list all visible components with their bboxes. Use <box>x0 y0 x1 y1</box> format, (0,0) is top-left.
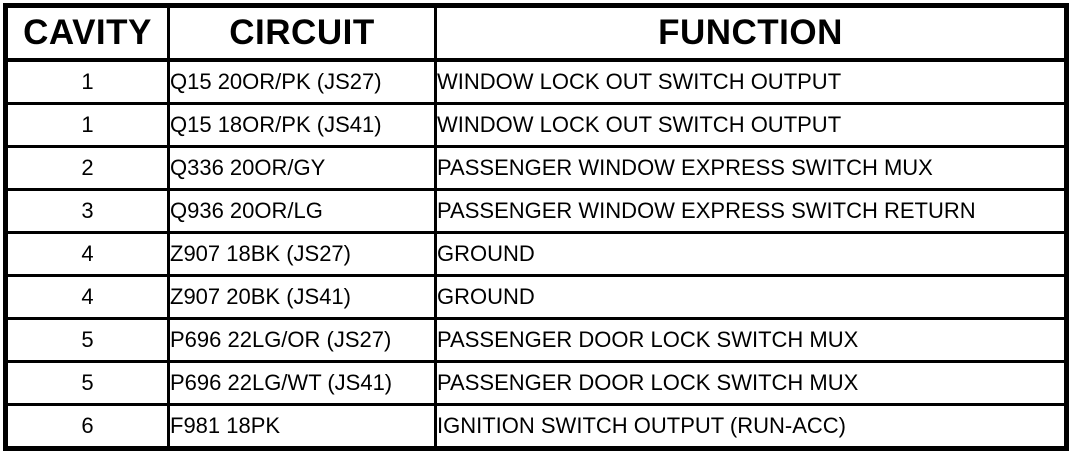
header-circuit: CIRCUIT <box>167 4 437 62</box>
function-cell: WINDOW LOCK OUT SWITCH OUTPUT <box>434 58 1068 105</box>
cavity-cell: 2 <box>4 145 170 191</box>
function-cell: PASSENGER WINDOW EXPRESS SWITCH RETURN <box>434 188 1068 234</box>
table-row: 4 Z907 18BK (JS27) GROUND <box>4 231 1068 277</box>
cavity-cell: 6 <box>4 403 170 450</box>
circuit-cell: P696 22LG/WT (JS41) <box>167 360 437 406</box>
function-cell: GROUND <box>434 231 1068 277</box>
cavity-cell: 4 <box>4 231 170 277</box>
connector-pinout-table: CAVITY CIRCUIT FUNCTION 1 Q15 20OR/PK (J… <box>3 3 1069 451</box>
table-row: 4 Z907 20BK (JS41) GROUND <box>4 274 1068 320</box>
cavity-cell: 5 <box>4 317 170 363</box>
function-cell: GROUND <box>434 274 1068 320</box>
cavity-cell: 1 <box>4 102 170 148</box>
circuit-cell: Q336 20OR/GY <box>167 145 437 191</box>
table-row: 5 P696 22LG/WT (JS41) PASSENGER DOOR LOC… <box>4 360 1068 406</box>
function-cell: PASSENGER DOOR LOCK SWITCH MUX <box>434 317 1068 363</box>
circuit-cell: Q15 18OR/PK (JS41) <box>167 102 437 148</box>
header-function: FUNCTION <box>434 4 1068 62</box>
table-row: 5 P696 22LG/OR (JS27) PASSENGER DOOR LOC… <box>4 317 1068 363</box>
cavity-cell: 1 <box>4 58 170 105</box>
function-cell: PASSENGER DOOR LOCK SWITCH MUX <box>434 360 1068 406</box>
header-cavity: CAVITY <box>4 4 170 62</box>
connector-pinout-page: CAVITY CIRCUIT FUNCTION 1 Q15 20OR/PK (J… <box>0 3 1072 451</box>
circuit-cell: Z907 18BK (JS27) <box>167 231 437 277</box>
table-row: 1 Q15 20OR/PK (JS27) WINDOW LOCK OUT SWI… <box>4 58 1068 105</box>
function-cell: PASSENGER WINDOW EXPRESS SWITCH MUX <box>434 145 1068 191</box>
function-cell: WINDOW LOCK OUT SWITCH OUTPUT <box>434 102 1068 148</box>
table-header-row: CAVITY CIRCUIT FUNCTION <box>4 4 1068 62</box>
table-row: 3 Q936 20OR/LG PASSENGER WINDOW EXPRESS … <box>4 188 1068 234</box>
circuit-cell: Q15 20OR/PK (JS27) <box>167 58 437 105</box>
table-row: 1 Q15 18OR/PK (JS41) WINDOW LOCK OUT SWI… <box>4 102 1068 148</box>
circuit-cell: Q936 20OR/LG <box>167 188 437 234</box>
table-row: 2 Q336 20OR/GY PASSENGER WINDOW EXPRESS … <box>4 145 1068 191</box>
cavity-cell: 5 <box>4 360 170 406</box>
circuit-cell: P696 22LG/OR (JS27) <box>167 317 437 363</box>
circuit-cell: Z907 20BK (JS41) <box>167 274 437 320</box>
circuit-cell: F981 18PK <box>167 403 437 450</box>
table-row: 6 F981 18PK IGNITION SWITCH OUTPUT (RUN-… <box>4 403 1068 450</box>
cavity-cell: 3 <box>4 188 170 234</box>
cavity-cell: 4 <box>4 274 170 320</box>
function-cell: IGNITION SWITCH OUTPUT (RUN-ACC) <box>434 403 1068 450</box>
